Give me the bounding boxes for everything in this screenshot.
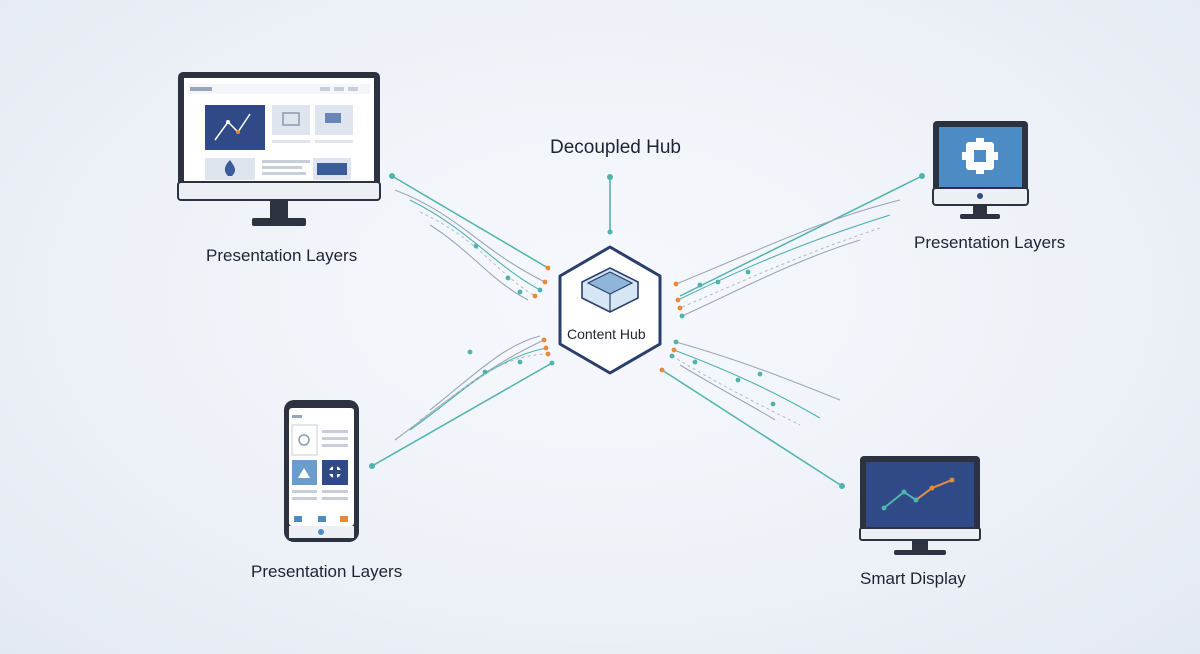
content-hub-label: Content Hub <box>567 326 646 342</box>
connector-bundle-bottom-right <box>659 339 845 489</box>
diagram-title: Decoupled Hub <box>550 137 681 158</box>
connector-bundle-top-left <box>389 173 551 301</box>
connector-bundle-bottom-left <box>369 335 555 469</box>
connector-bundle-top-right <box>673 173 925 319</box>
node-label-desktop: Presentation Layers <box>206 246 358 265</box>
node-label-phone: Presentation Layers <box>251 562 403 581</box>
connectors <box>369 173 925 489</box>
node-label-smart-display: Smart Display <box>860 569 966 588</box>
connector-dot <box>607 174 613 180</box>
smart-display-icon <box>859 456 981 555</box>
cube-icon <box>581 267 639 313</box>
node-label-monitor: Presentation Layers <box>914 233 1066 252</box>
monitor-icon <box>932 121 1029 219</box>
connector-dot <box>607 229 613 235</box>
smartphone-icon <box>284 400 359 542</box>
content-hub[interactable] <box>558 245 662 375</box>
desktop-monitor-icon <box>177 72 381 226</box>
